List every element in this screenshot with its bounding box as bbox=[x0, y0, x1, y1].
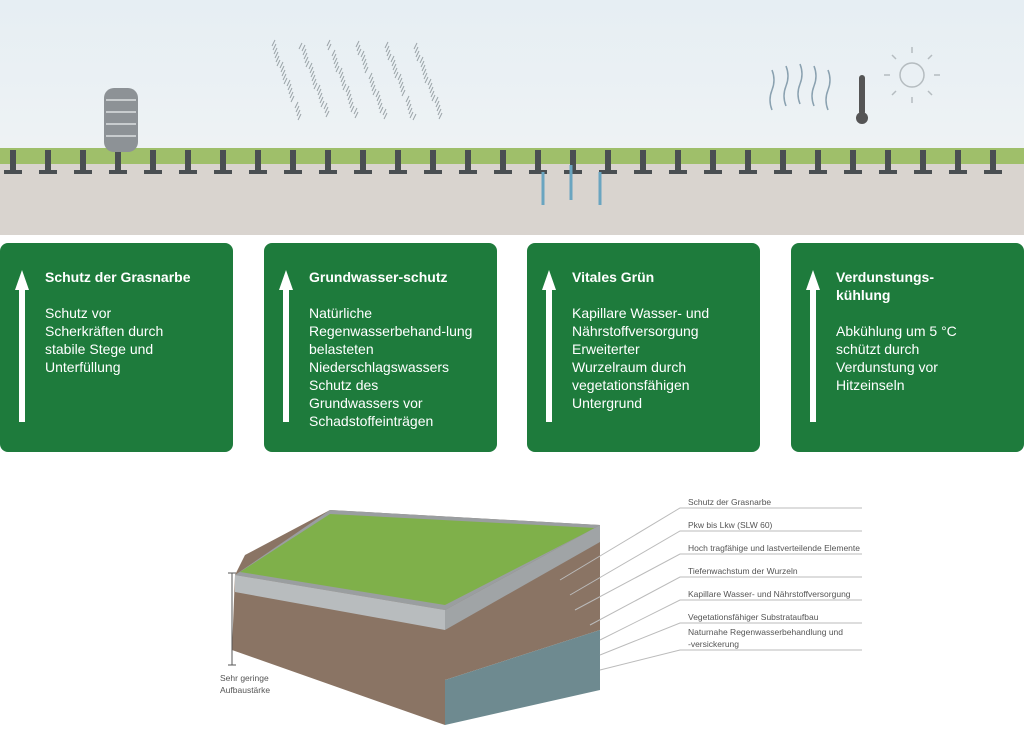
card-title-line: kühlung bbox=[836, 287, 891, 303]
card-line: Schutz vor bbox=[45, 305, 112, 321]
tire-icon bbox=[104, 88, 138, 152]
card-line: vegetationsfähigen bbox=[572, 377, 690, 393]
card-line: Niederschlagswassers bbox=[309, 359, 450, 375]
card-line: Grundwassers vor bbox=[309, 395, 423, 411]
paver-system-cutaway bbox=[228, 507, 862, 725]
diagram-label: Vegetationsfähiger Substrataufbau bbox=[688, 612, 819, 622]
card-line: Regenwasserbehand-lung bbox=[309, 323, 473, 339]
card-title: Schutz der Grasnarbe bbox=[45, 269, 191, 285]
diagram-label: Tiefenwachstum der Wurzeln bbox=[688, 566, 798, 576]
capillary-arrows-icon bbox=[541, 165, 602, 205]
card-title-line: Verdunstungs- bbox=[836, 269, 935, 285]
card-line: Kapillare Wasser- und bbox=[572, 305, 710, 321]
arrow-up-icon bbox=[806, 270, 820, 422]
card-line: belasteten bbox=[309, 341, 374, 357]
height-note-line: Sehr geringe bbox=[220, 673, 269, 683]
diagram-label: Naturnahe Regenwasserbehandlung und bbox=[688, 627, 844, 637]
card-line: Hitzeinseln bbox=[836, 377, 905, 393]
card-line: Erweiterter bbox=[572, 341, 640, 357]
card-line: Unterfüllung bbox=[45, 359, 121, 375]
card-line: Wurzelraum durch bbox=[572, 359, 687, 375]
card-line: Natürliche bbox=[309, 305, 373, 321]
card-line: Scherkräften durch bbox=[45, 323, 164, 339]
ground-cross-section bbox=[0, 39, 1024, 235]
sun-icon bbox=[884, 47, 940, 103]
evaporation-icon bbox=[769, 63, 831, 111]
card-title: Grundwasser-schutz bbox=[309, 269, 448, 285]
card-line: Schadstoffeinträgen bbox=[309, 413, 434, 429]
card-line: Nährstoffversorgung bbox=[572, 323, 699, 339]
card-line: Schutz des bbox=[309, 377, 379, 393]
diagram-label: Schutz der Grasnarbe bbox=[688, 497, 772, 507]
card-title: Verdunstungs-kühlung bbox=[836, 268, 1016, 304]
card-line: Verdunstung vor bbox=[836, 359, 938, 375]
arrow-up-icon bbox=[15, 270, 29, 422]
card-line: Untergrund bbox=[572, 395, 643, 411]
diagram-label: -versickerung bbox=[688, 639, 740, 649]
rain-icon bbox=[271, 39, 443, 121]
diagram-label: Hoch tragfähige und lastverteilende Elem… bbox=[688, 543, 860, 553]
hero-illustration bbox=[0, 0, 1024, 235]
card-line: stabile Stege und bbox=[45, 341, 154, 357]
card-line: schützt durch bbox=[836, 341, 920, 357]
diagram-label: Pkw bis Lkw (SLW 60) bbox=[688, 520, 773, 530]
card-title: Vitales Grün bbox=[572, 269, 655, 285]
thermometer-icon bbox=[856, 75, 868, 124]
card-line: Abkühlung um 5 °C bbox=[836, 323, 957, 339]
height-note-line: Aufbaustärke bbox=[220, 685, 271, 695]
arrow-up-icon bbox=[542, 270, 556, 422]
arrow-up-icon bbox=[279, 270, 293, 422]
card-evaporative-cooling: Verdunstungs-kühlung Abkühlung um 5 °C sc… bbox=[791, 243, 1024, 452]
diagram-label: Kapillare Wasser- und Nährstoffversorgun… bbox=[688, 589, 851, 599]
